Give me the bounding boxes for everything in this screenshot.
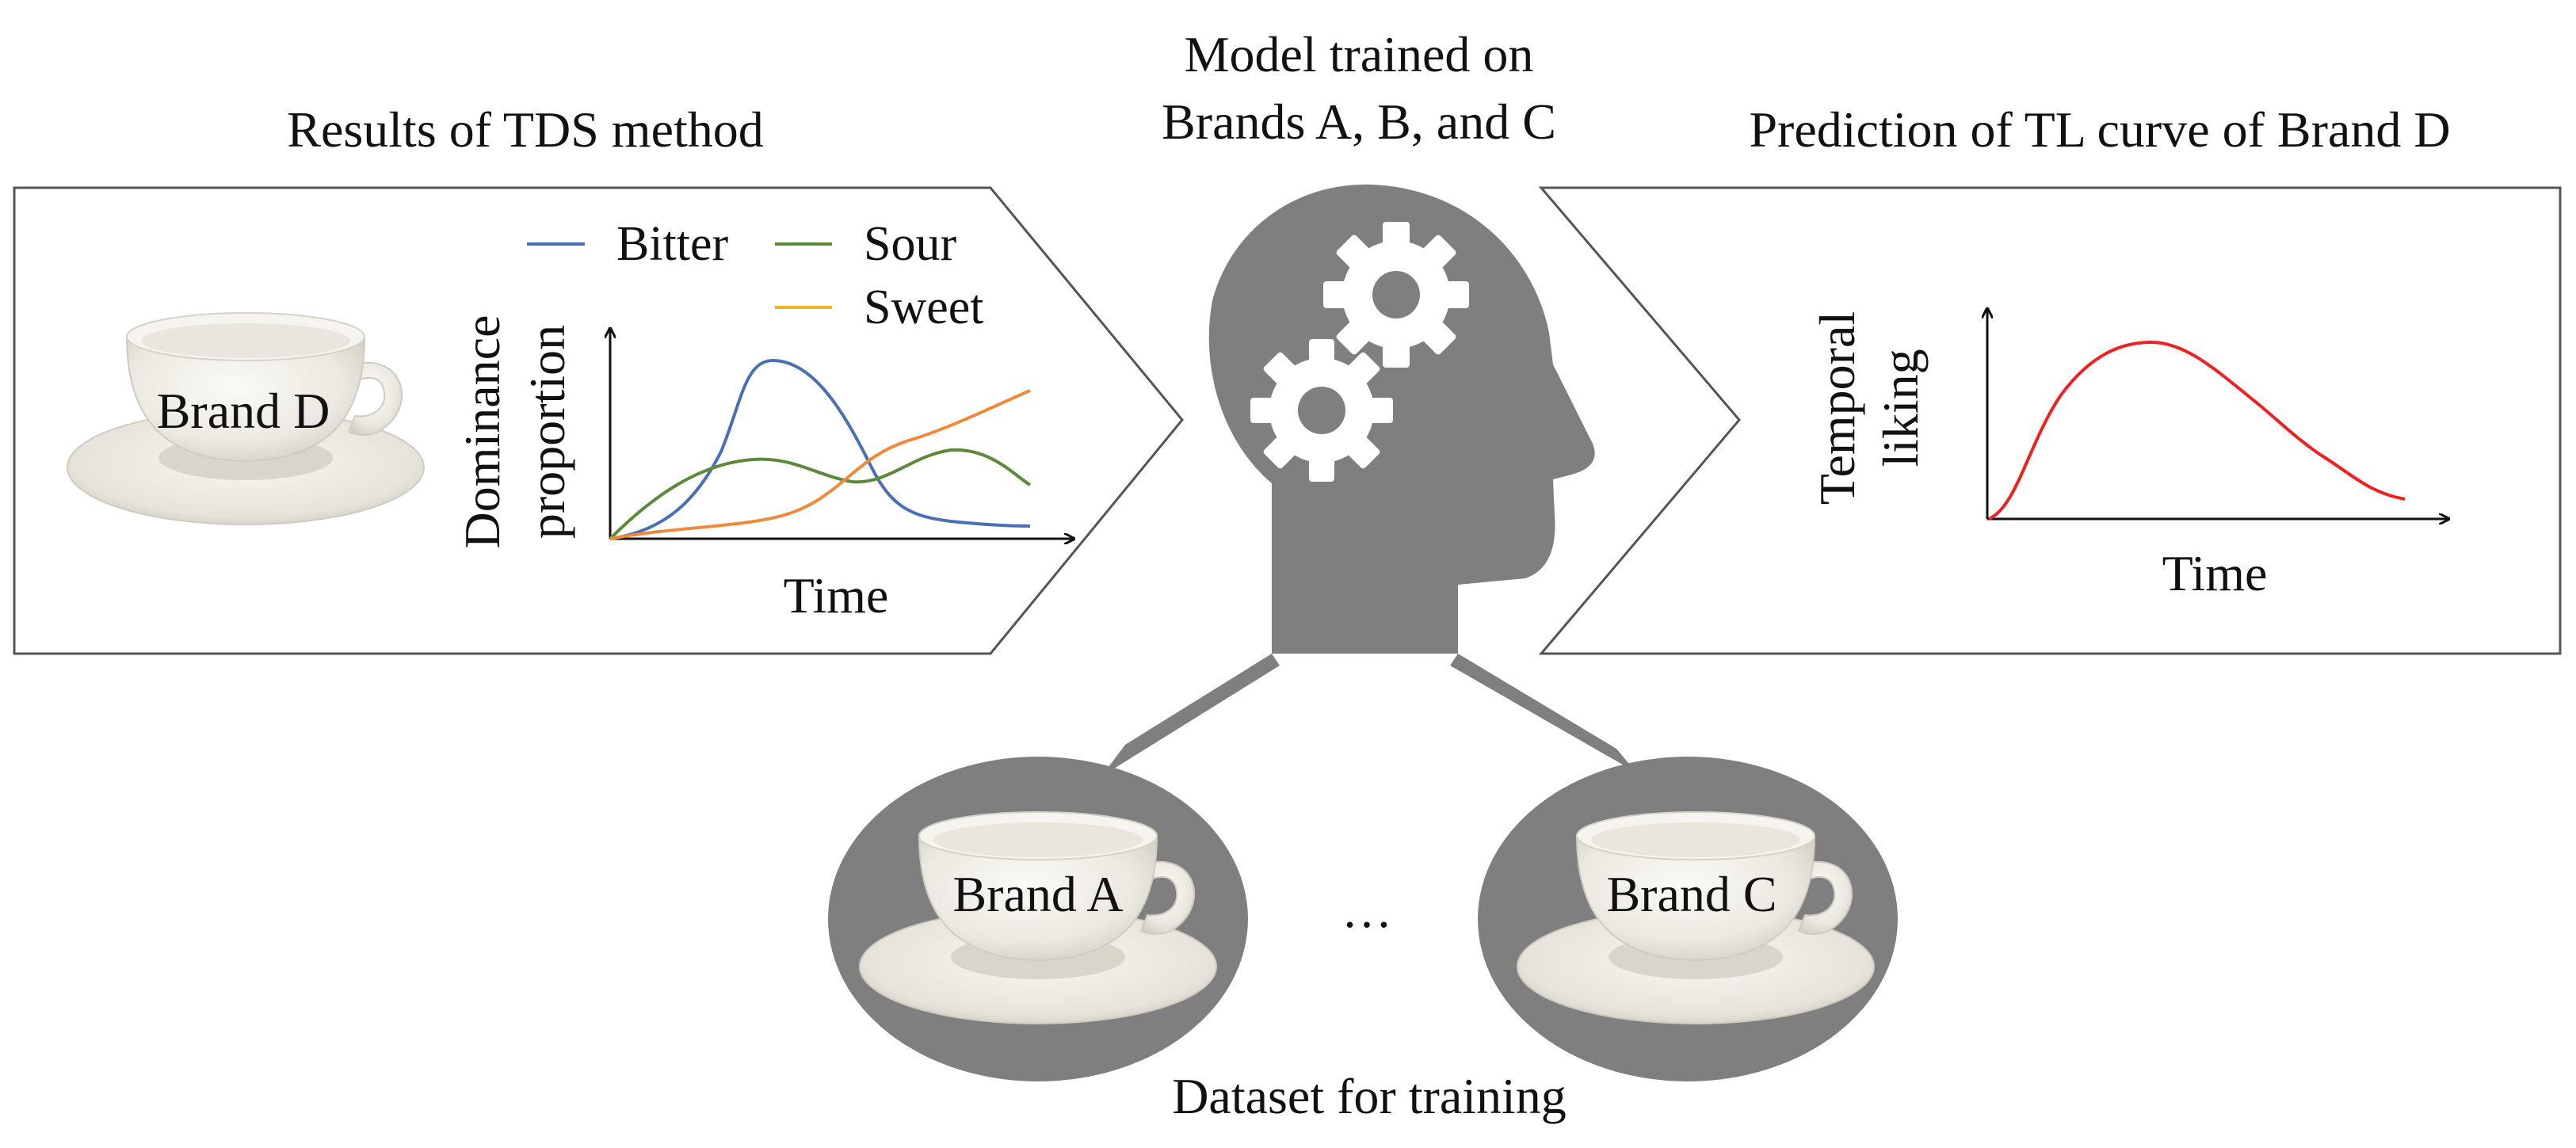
tds-xlabel: Time	[784, 567, 889, 624]
brand-a-label: Brand A	[952, 866, 1123, 922]
legend-sweet-label: Sweet	[864, 280, 984, 334]
speech-tail-left	[1101, 654, 1280, 776]
tl-ylabel-line1: Temporal	[1809, 311, 1865, 505]
speech-tail-right	[1450, 654, 1636, 772]
training-dataset: Brand A Brand C … Dataset for training	[828, 654, 1898, 1124]
tds-chart: Bitter Sour Sweet Dominance proportion T…	[454, 217, 1074, 624]
right-panel-frame	[1538, 186, 2562, 655]
left-panel: Results of TDS method Brand D Bitter Sou…	[13, 101, 1184, 655]
dataset-caption: Dataset for training	[1172, 1068, 1567, 1124]
left-panel-frame	[13, 186, 1184, 655]
brand-d-cup-label: Brand D	[157, 383, 330, 439]
center-model: Model trained on Brands A, B, and C	[828, 26, 1898, 1124]
tl-ylabel-line2: liking	[1872, 349, 1929, 467]
legend-bitter-label: Bitter	[616, 217, 729, 271]
tl-liking-curve	[1988, 340, 2406, 521]
tl-chart: Temporal liking Time	[1809, 309, 2448, 601]
tds-ylabel-line2: proportion	[519, 325, 575, 539]
tl-xlabel: Time	[2162, 545, 2268, 601]
center-title-line2: Brands A, B, and C	[1162, 93, 1556, 150]
tds-sweet-curve	[609, 389, 1031, 540]
brain-head-icon	[1208, 184, 1595, 654]
legend-sour-label: Sour	[864, 217, 956, 271]
right-panel: Prediction of TL curve of Brand D Tempor…	[1538, 101, 2562, 655]
brand-c-label: Brand C	[1606, 866, 1776, 922]
tds-legend: Bitter Sour Sweet	[527, 217, 984, 334]
gear-icon	[1323, 222, 1469, 368]
right-panel-title: Prediction of TL curve of Brand D	[1749, 101, 2450, 158]
center-title-line1: Model trained on	[1185, 26, 1534, 82]
left-panel-title: Results of TDS method	[287, 101, 764, 158]
gear-icon	[1250, 339, 1393, 482]
tds-ylabel-line1: Dominance	[454, 315, 510, 549]
tds-bitter-curve	[609, 358, 1031, 540]
ellipsis-more-brands: …	[1341, 882, 1392, 938]
